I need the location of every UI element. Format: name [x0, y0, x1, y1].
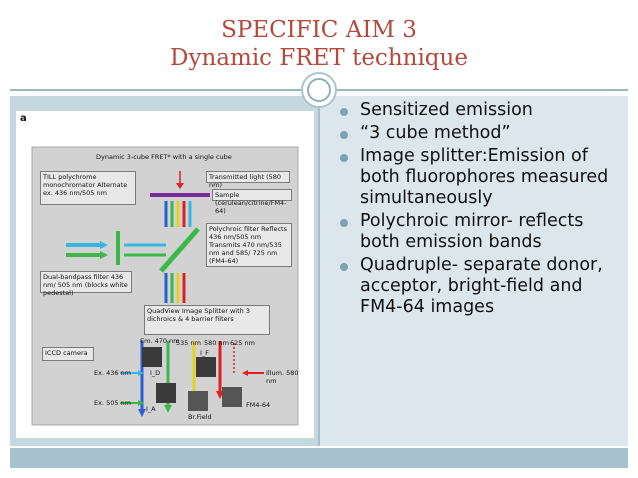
- quadview-splitter-label: QuadView Image Splitter with 3 dichroics…: [144, 305, 270, 335]
- image-tile-ia: [156, 383, 176, 403]
- bullet-text: “3 cube method”: [360, 123, 511, 143]
- bullet-text: Quadruple- separate donor, acceptor, bri…: [360, 255, 603, 317]
- title-area: SPECIFIC AIM 3 Dynamic FRET technique: [10, 0, 628, 86]
- slide-title-line1: SPECIFIC AIM 3: [221, 17, 417, 43]
- bullet-dot-icon: [340, 108, 348, 116]
- bullet-text: Sensitized emission: [360, 100, 533, 120]
- till-monochromator-label: TILL polychrome monochromator Alternate …: [40, 171, 136, 205]
- ia-label: I_A: [146, 405, 156, 413]
- bullet-text: Polychroic mirror- reflects both emissio…: [360, 211, 584, 252]
- em-470-label: Em. 470 nm: [140, 337, 180, 345]
- dual-bandpass-label: Dual-bandpass filter 436 nm/ 505 nm (blo…: [40, 271, 132, 297]
- polychroic-filter-label: Polychroic filter Reflects 436 nm/505 nm…: [206, 223, 292, 267]
- wl-580-label: 580 nm: [204, 339, 229, 347]
- dual-bandpass-filter: [116, 231, 120, 265]
- fret-setup-figure: a: [16, 111, 314, 438]
- wl-535-label: 535 nm: [176, 339, 201, 347]
- column-divider: [318, 96, 320, 446]
- transmitted-light-label: Transmitted light (580 nm): [206, 171, 290, 189]
- brfield-label: Br.Field: [188, 413, 212, 421]
- bullet-item: Image splitter:Emission of both fluoroph…: [340, 146, 620, 209]
- decorative-circle-icon: [301, 72, 337, 108]
- bullet-dot-icon: [340, 263, 348, 271]
- image-tile-fm464: [222, 387, 242, 407]
- image-tile-id: [142, 347, 162, 367]
- wl-625-label: 625 nm: [230, 339, 255, 347]
- image-tile-if: [196, 357, 216, 377]
- image-tile-brfield: [188, 391, 208, 411]
- bullet-item: “3 cube method”: [340, 123, 620, 144]
- bullet-item: Quadruple- separate donor, acceptor, bri…: [340, 255, 620, 318]
- bullet-dot-icon: [340, 219, 348, 227]
- illum-580-label: Illum. 580 nm: [266, 369, 299, 385]
- footer-band: [10, 448, 628, 468]
- iccd-camera-label: ICCD camera: [42, 347, 94, 361]
- bullet-item: Sensitized emission: [340, 100, 620, 121]
- ex-436-label: Ex. 436 nm: [94, 369, 132, 377]
- polychroic-mirror: [159, 227, 200, 273]
- bullet-list: Sensitized emission “3 cube method” Imag…: [340, 100, 620, 320]
- if-label: I_F: [200, 349, 209, 357]
- slide-title-line2: Dynamic FRET technique: [170, 45, 468, 71]
- bullet-dot-icon: [340, 131, 348, 139]
- bullet-dot-icon: [340, 154, 348, 162]
- sample-label: Sample (cerulean/citrine/FM4-64): [212, 189, 292, 215]
- right-content-panel: [320, 96, 628, 446]
- bullet-text: Image splitter:Emission of both fluoroph…: [360, 146, 609, 208]
- ex-505-label: Ex. 505 nm: [94, 399, 132, 407]
- id-label: I_D: [150, 369, 161, 377]
- sample-slide: [150, 193, 210, 197]
- fm464-label: FM4-64: [246, 401, 271, 409]
- figure-heading: Dynamic 3-cube FRET* with a single cube: [96, 153, 232, 161]
- bullet-item: Polychroic mirror- reflects both emissio…: [340, 211, 620, 253]
- figure-panel-letter: a: [20, 113, 27, 124]
